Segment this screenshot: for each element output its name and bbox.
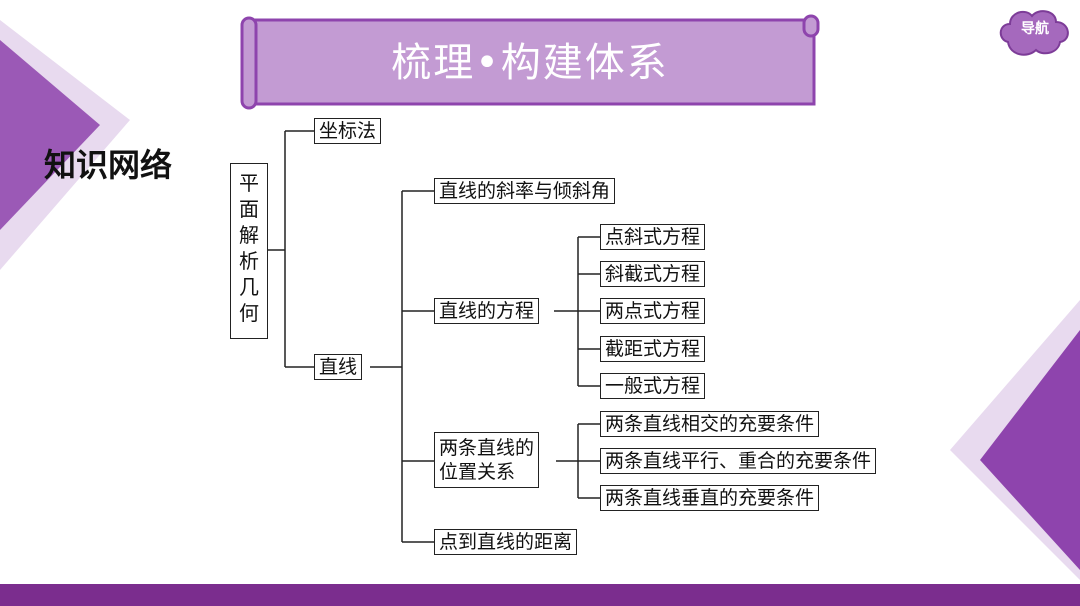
node-line-relations: 两条直线的 位置关系: [434, 432, 540, 488]
root-node-plane-analytic-geometry: 平 面 解 析 几 何: [230, 163, 268, 339]
node-equation-form: 两点式方程: [600, 298, 706, 324]
node-relation-condition: 两条直线垂直的充要条件: [600, 485, 820, 511]
relations-label-line2: 位置关系: [439, 461, 516, 483]
node-equation-form: 截距式方程: [600, 336, 706, 362]
root-char: 析: [239, 249, 259, 273]
node-relation-condition: 两条直线平行、重合的充要条件: [600, 448, 877, 474]
title-banner: [240, 14, 820, 110]
left-decoration: [0, 20, 130, 270]
node-relation-condition: 两条直线相交的充要条件: [600, 411, 820, 437]
relations-label-line1: 两条直线的: [439, 437, 535, 459]
node-line-equations: 直线的方程: [434, 298, 540, 324]
root-char: 面: [239, 197, 259, 221]
node-equation-form: 一般式方程: [600, 373, 706, 399]
footer-bar: [0, 584, 1080, 606]
nav-label[interactable]: 导航: [1021, 21, 1049, 37]
nav-cloud-button[interactable]: [998, 6, 1072, 58]
root-char: 何: [239, 301, 259, 325]
node-equation-form: 斜截式方程: [600, 261, 706, 287]
node-equation-form: 点斜式方程: [600, 224, 706, 250]
root-char: 解: [239, 223, 259, 247]
banner-title: 梳理•构建体系: [391, 40, 669, 86]
root-char: 几: [239, 275, 259, 299]
node-line: 直线: [314, 354, 363, 380]
node-slope: 直线的斜率与倾斜角: [434, 178, 616, 204]
node-point-line-distance: 点到直线的距离: [434, 529, 578, 555]
node-coordinate-method: 坐标法: [314, 118, 382, 144]
root-char: 平: [239, 171, 259, 195]
section-title: 知识网络: [44, 146, 173, 184]
right-decoration: [950, 300, 1080, 580]
